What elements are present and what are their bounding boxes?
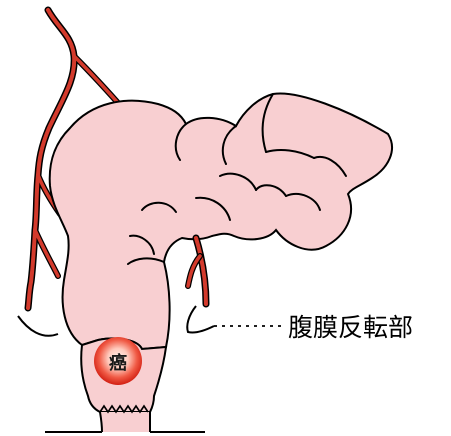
tumor-label: 癌 bbox=[109, 352, 127, 374]
anal-canal bbox=[100, 412, 150, 432]
vessel-right bbox=[185, 234, 210, 308]
tumor-marker bbox=[94, 337, 142, 385]
anal-canal-edge-left bbox=[99, 411, 103, 433]
peritoneal-fold-right bbox=[186, 305, 215, 334]
peritoneal-fold-left bbox=[17, 315, 59, 337]
dentate-line bbox=[99, 404, 149, 414]
peritoneal-reflection-label: 腹膜反転部 bbox=[288, 313, 413, 342]
colon-body bbox=[48, 92, 393, 351]
haustral-folds bbox=[127, 93, 347, 265]
